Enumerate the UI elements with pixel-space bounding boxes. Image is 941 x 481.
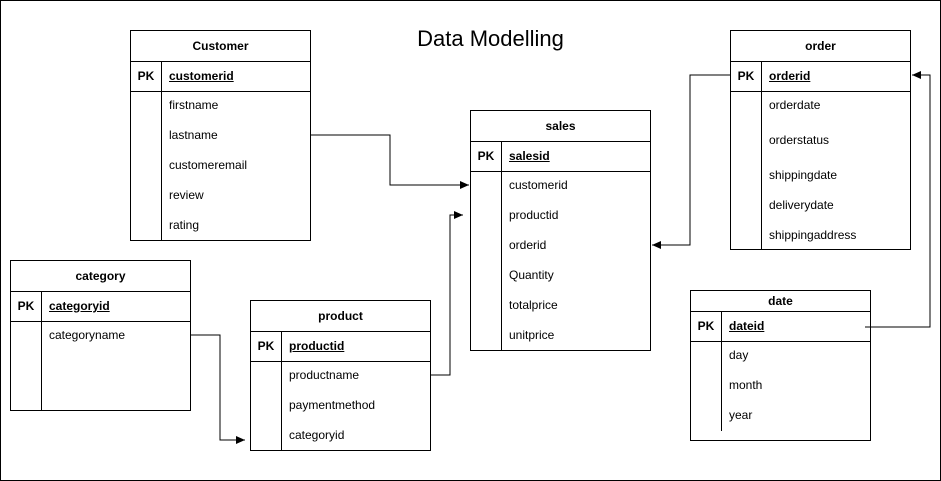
customer-field: rating bbox=[169, 218, 200, 232]
sales-field: Quantity bbox=[509, 268, 554, 282]
key-column-divider bbox=[721, 311, 722, 431]
order-table-header: order bbox=[731, 31, 910, 62]
date-field: day bbox=[729, 348, 749, 362]
date-pk-field: dateid bbox=[729, 319, 765, 333]
key-column-divider bbox=[761, 61, 762, 249]
pk-label: PK bbox=[737, 69, 755, 83]
order-pk-row: PK orderid bbox=[731, 61, 910, 92]
date-table-header: date bbox=[691, 291, 870, 312]
order-pk-field: orderid bbox=[769, 69, 811, 83]
key-column-divider bbox=[41, 291, 42, 410]
customer-field: firstname bbox=[169, 98, 219, 112]
product-field: paymentmethod bbox=[289, 398, 376, 412]
pk-label: PK bbox=[697, 319, 715, 333]
product-table-header: product bbox=[251, 301, 430, 332]
order-field: deliverydate bbox=[769, 198, 834, 212]
pk-label: PK bbox=[477, 149, 495, 163]
diagram-title: Data Modelling bbox=[417, 26, 564, 51]
key-column-divider bbox=[281, 331, 282, 450]
product-table[interactable]: product PK productid productname payment… bbox=[250, 300, 431, 451]
category-pk-field: categoryid bbox=[49, 299, 110, 313]
sales-field: orderid bbox=[509, 238, 547, 252]
key-column-divider bbox=[161, 61, 162, 240]
order-field: orderdate bbox=[769, 98, 821, 112]
sales-field: unitprice bbox=[509, 328, 555, 342]
customer-table-header: Customer bbox=[131, 31, 310, 62]
key-column-divider bbox=[501, 141, 502, 350]
category-table[interactable]: category PK categoryid categoryname bbox=[10, 260, 191, 411]
date-table[interactable]: date PK dateid day month year bbox=[690, 290, 871, 441]
customer-table[interactable]: Customer PK customerid firstname lastnam… bbox=[130, 30, 311, 241]
order-field: shippingaddress bbox=[769, 228, 857, 242]
sales-table-header: sales bbox=[471, 111, 650, 142]
product-field: productname bbox=[289, 368, 360, 382]
product-field: categoryid bbox=[289, 428, 345, 442]
customer-field: lastname bbox=[169, 128, 218, 142]
customer-pk-row: PK customerid bbox=[131, 61, 310, 92]
sales-pk-row: PK salesid bbox=[471, 141, 650, 172]
product-pk-field: productid bbox=[289, 339, 345, 353]
customer-pk-field: customerid bbox=[169, 69, 234, 83]
sales-table[interactable]: sales PK salesid customerid productid or… bbox=[470, 110, 651, 351]
product-pk-row: PK productid bbox=[251, 331, 430, 362]
category-field: categoryname bbox=[49, 328, 126, 342]
customer-field: review bbox=[169, 188, 204, 202]
sales-field: totalprice bbox=[509, 298, 558, 312]
date-field: month bbox=[729, 378, 763, 392]
order-field: orderstatus bbox=[769, 133, 830, 147]
pk-label: PK bbox=[137, 69, 155, 83]
pk-label: PK bbox=[257, 339, 275, 353]
sales-field: customerid bbox=[509, 178, 568, 192]
pk-label: PK bbox=[17, 299, 35, 313]
order-table[interactable]: order PK orderid orderdate orderstatus s… bbox=[730, 30, 911, 250]
category-table-header: category bbox=[11, 261, 190, 292]
customer-field: customeremail bbox=[169, 158, 248, 172]
order-field: shippingdate bbox=[769, 168, 838, 182]
date-pk-row: PK dateid bbox=[691, 311, 870, 342]
sales-field: productid bbox=[509, 208, 559, 222]
sales-pk-field: salesid bbox=[509, 149, 550, 163]
date-field: year bbox=[729, 408, 753, 422]
category-pk-row: PK categoryid bbox=[11, 291, 190, 322]
